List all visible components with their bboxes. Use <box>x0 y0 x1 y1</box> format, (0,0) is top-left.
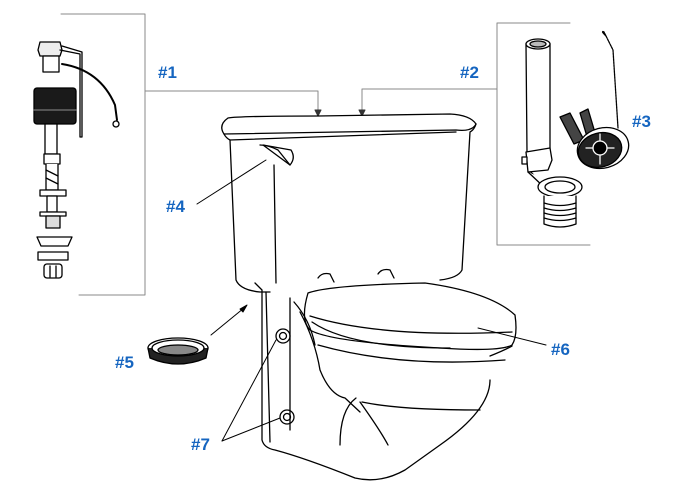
flush-valve-part <box>521 38 583 228</box>
flush-valve-bracket <box>358 22 591 246</box>
gasket-part <box>147 337 209 365</box>
label-gasket: #5 <box>115 353 134 372</box>
fill-valve-part <box>33 41 120 279</box>
label-bolt-caps: #7 <box>191 435 210 454</box>
label-trip-lever: #4 <box>166 197 185 216</box>
label-toilet-seat: #6 <box>551 340 570 359</box>
label-flush-valve: #2 <box>460 63 479 82</box>
label-fill-valve: #1 <box>158 63 177 82</box>
leader-lines <box>196 159 547 442</box>
fill-valve-bracket <box>60 13 322 296</box>
flapper-part <box>559 30 630 170</box>
toilet-tank <box>221 113 477 293</box>
toilet-bowl <box>254 268 517 481</box>
label-flapper: #3 <box>632 112 651 131</box>
